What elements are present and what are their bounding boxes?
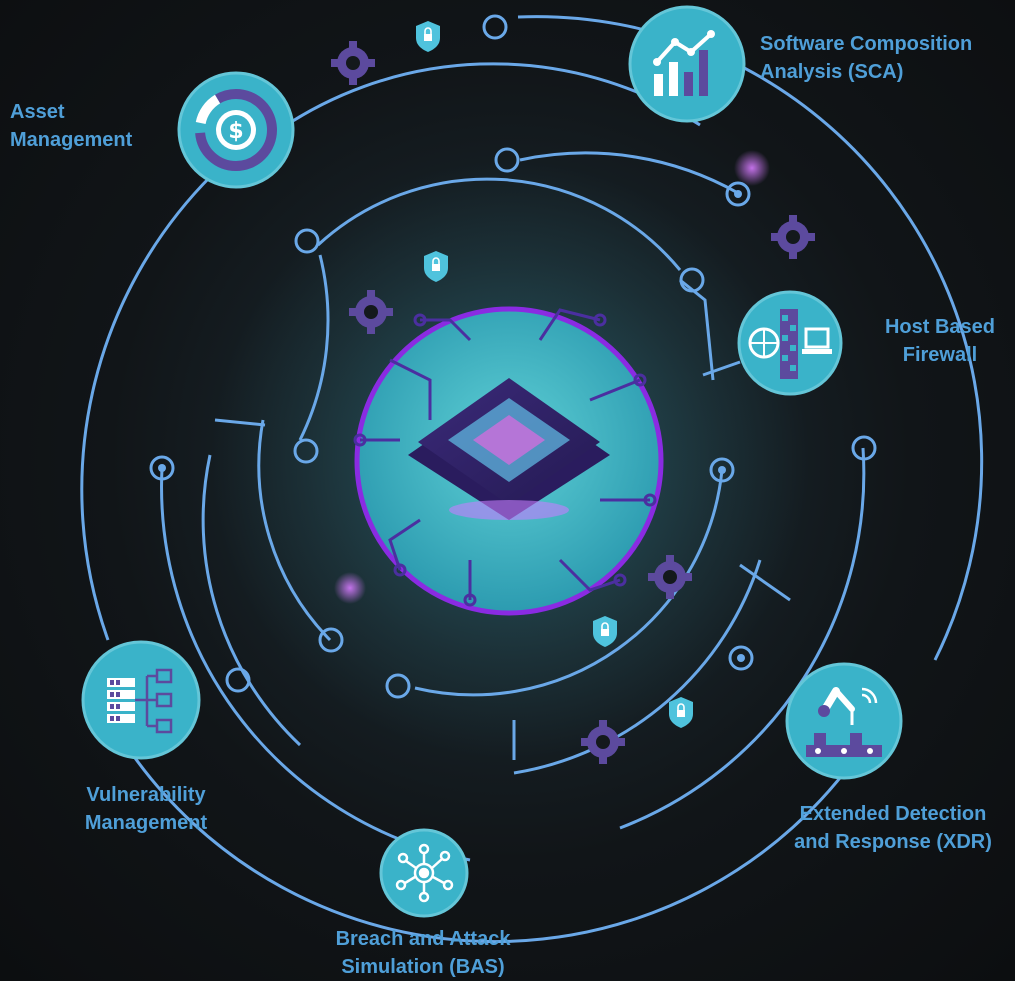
network-hub-icon <box>395 843 454 903</box>
label-line: Host Based <box>884 316 996 338</box>
label-line: Asset <box>10 101 65 123</box>
dollar-icon: $ <box>228 119 243 144</box>
ring-second-arc <box>619 447 866 830</box>
connector-dot <box>709 457 735 483</box>
gear-icon <box>648 555 692 599</box>
label-line: Firewall <box>902 344 978 366</box>
robot-arm-icon <box>806 687 882 757</box>
ring-inner-arc <box>414 469 724 697</box>
connector-dot <box>482 14 508 40</box>
ring-connector <box>702 360 741 377</box>
ring-connector <box>739 563 791 602</box>
ring-inner-arc <box>257 419 332 642</box>
label-xdr: Extended Detection and Response (XDR) <box>775 800 1011 856</box>
ring-third-arc <box>201 454 302 747</box>
shield-lock-icon <box>669 697 693 728</box>
connector-dot <box>851 435 877 461</box>
bar-chart-icon <box>653 30 715 96</box>
sparkle <box>734 150 770 186</box>
central-chip <box>353 306 664 616</box>
ring-inner-arc <box>316 177 682 271</box>
shield-lock-icon <box>424 251 448 282</box>
ring-inner-arc <box>298 254 330 441</box>
ring-connector <box>214 418 266 427</box>
chip-glow <box>449 500 569 520</box>
connector-dot <box>725 181 751 207</box>
shield-lock-icon <box>416 21 440 52</box>
label-bas: Breach and Attack Simulation (BAS) <box>300 925 546 981</box>
label-line: Extended Detection <box>799 803 987 825</box>
node-vulnerability-management <box>81 640 201 760</box>
label-line: Analysis (SCA) <box>760 61 904 83</box>
node-bas <box>379 828 469 918</box>
ring-outer-arc <box>80 173 214 641</box>
node-host-firewall <box>737 290 843 396</box>
label-line: Breach and Attack <box>335 928 511 950</box>
connector-dot <box>728 645 754 671</box>
ring-third-arc <box>513 559 762 775</box>
sparkle <box>334 572 366 604</box>
gear-icon <box>581 720 625 764</box>
chip-core <box>473 415 545 465</box>
shields <box>416 21 693 728</box>
label-vulnerability-management: Vulnerability Management <box>60 781 232 837</box>
label-line: Vulnerability <box>86 784 206 806</box>
firewall-icon <box>748 309 832 379</box>
connector-centers <box>158 190 745 662</box>
gear-icon <box>349 290 393 334</box>
label-line: Simulation (BAS) <box>341 956 505 978</box>
gears <box>331 41 815 764</box>
connector-dot <box>225 667 251 693</box>
circuit-traces <box>353 308 657 607</box>
label-line: Management <box>84 812 208 834</box>
label-line: Management <box>10 129 133 151</box>
connector-dot <box>679 267 705 293</box>
label-line: and Response (XDR) <box>794 831 992 853</box>
label-asset-management: Asset Management <box>10 98 132 154</box>
connector-circles <box>149 14 877 699</box>
connector-dot <box>149 455 175 481</box>
connector-dot <box>293 438 319 464</box>
gear-icon <box>331 41 375 85</box>
shield-lock-icon <box>593 616 617 647</box>
connector-dot <box>494 147 520 173</box>
label-line: Software Composition <box>760 33 973 55</box>
node-asset-management: $ <box>177 71 295 189</box>
server-tree-icon <box>107 668 173 734</box>
ring-second-arc <box>160 467 471 862</box>
connector-dot <box>385 673 411 699</box>
connector-dot <box>294 228 320 254</box>
label-host-firewall: Host Based Firewall <box>870 313 1010 369</box>
node-sca <box>628 5 746 123</box>
ring-connector <box>679 278 715 381</box>
gear-icon <box>771 215 815 259</box>
label-sca: Software Composition Analysis (SCA) <box>760 30 972 86</box>
ring-third-arc <box>519 151 739 195</box>
connector-dot <box>318 627 344 653</box>
ring-outer-arc <box>126 719 882 944</box>
node-xdr <box>785 662 903 780</box>
